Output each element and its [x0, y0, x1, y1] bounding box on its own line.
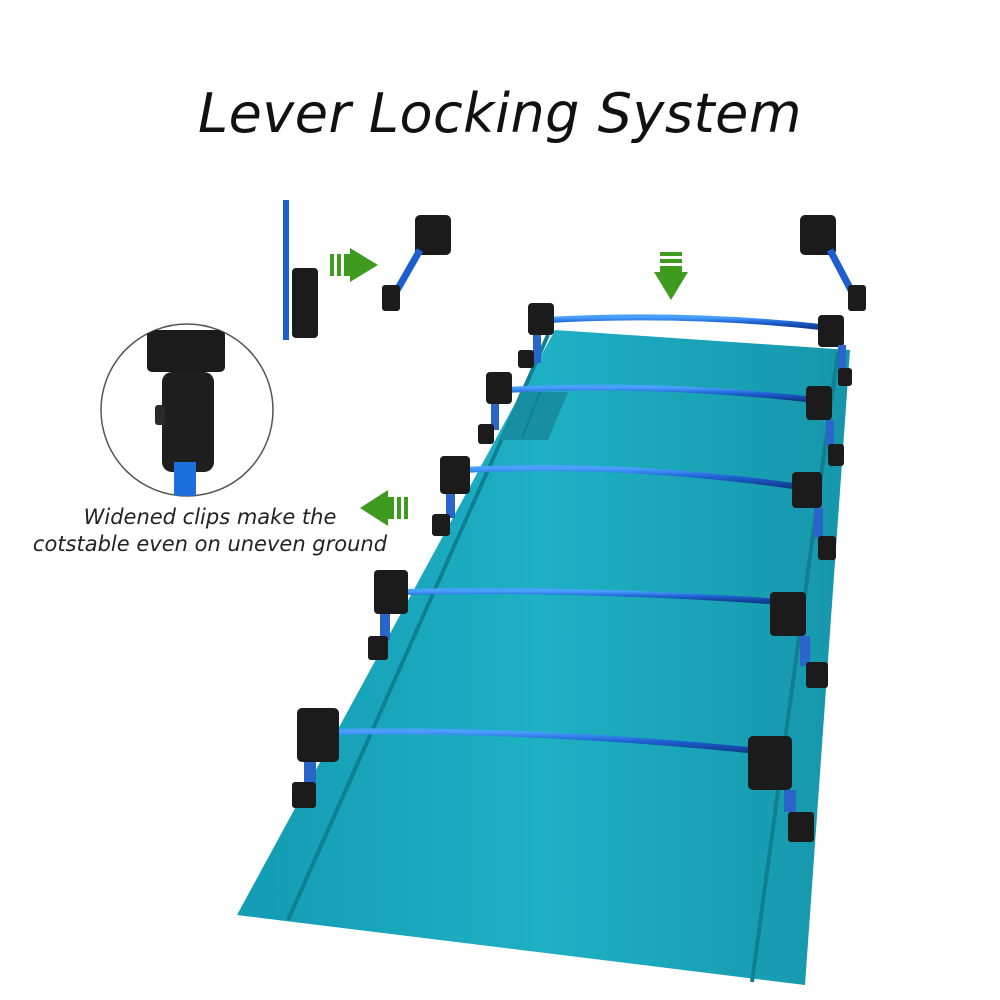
caption-line-1: Widened clips make the [83, 505, 337, 529]
cot-fabric [237, 330, 850, 985]
arrow-down-icon [654, 252, 688, 300]
arrow-left-icon [360, 490, 408, 526]
caption: Widened clips make the cotstable even on… [20, 504, 400, 558]
caption-line-2: cotstable even on uneven ground [32, 532, 388, 556]
page-title: Lever Locking System [198, 82, 802, 145]
clip-detail-inset [100, 323, 274, 497]
arrow-right-icon [330, 248, 378, 282]
assembled-crossbar [382, 215, 866, 311]
cot-poles [319, 314, 833, 755]
cot-clips [292, 303, 852, 842]
folded-leg-assembly [283, 200, 318, 340]
